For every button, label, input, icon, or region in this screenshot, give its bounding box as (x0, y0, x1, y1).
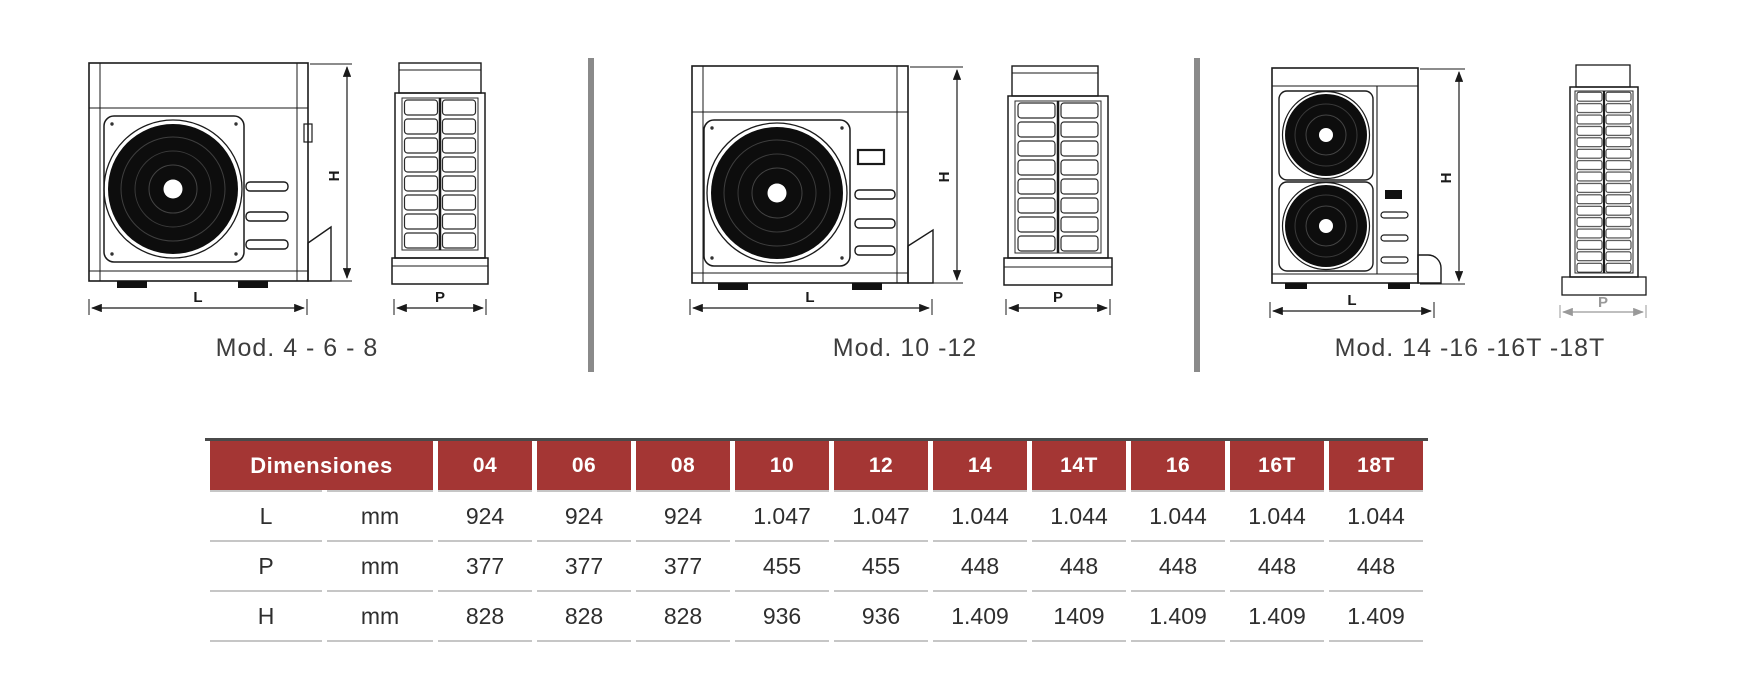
fan-icon (706, 122, 848, 264)
model-header-cell: 06 (537, 441, 631, 490)
display-panel (1385, 190, 1402, 199)
l-dimension-label: L (1347, 292, 1356, 309)
fan-icon (1281, 181, 1371, 271)
display-panel (856, 148, 886, 166)
value-cell: 1.047 (834, 490, 928, 540)
dimensions-table: Dimensiones 04 06 08 10 12 14 14T 16 16T… (205, 438, 1428, 642)
h-dimension-label: H (936, 172, 953, 183)
section-divider (588, 58, 594, 372)
value-cell: 1409 (1032, 590, 1126, 642)
p-dimension-label: P (435, 289, 445, 306)
h-dimension-label: H (326, 171, 343, 182)
model-header-cell: 08 (636, 441, 730, 490)
table-row: P mm 377 377 377 455 455 448 448 448 448… (210, 540, 1423, 590)
value-cell: 924 (438, 490, 532, 540)
value-cell: 924 (537, 490, 631, 540)
value-cell: 377 (636, 540, 730, 590)
value-cell: 455 (834, 540, 928, 590)
value-cell: 455 (735, 540, 829, 590)
p-dimension-mod-4-6-8: P (393, 289, 487, 315)
table-row: H mm 828 828 828 936 936 1.409 1409 1.40… (210, 590, 1423, 642)
fan-icon (1281, 90, 1371, 180)
dimension-label-cell: P (210, 540, 322, 590)
value-cell: 828 (438, 590, 532, 642)
h-dimension-label: H (1438, 173, 1455, 184)
value-cell: 936 (735, 590, 829, 642)
technical-drawings: H L P (88, 62, 1647, 318)
front-view-mod-14-16 (1271, 67, 1442, 289)
p-dimension-label: P (1053, 289, 1063, 306)
front-view-mod-10-12 (691, 65, 934, 290)
model-header-cell: 16 (1131, 441, 1225, 490)
model-header-cell: 14T (1032, 441, 1126, 490)
unit-cell: mm (327, 490, 433, 540)
table-header-row: Dimensiones 04 06 08 10 12 14 14T 16 16T… (210, 441, 1423, 490)
model-header-cell: 14 (933, 441, 1027, 490)
vent-slots (854, 189, 896, 256)
side-view-mod-4-6-8 (391, 62, 489, 285)
section-divider (1194, 58, 1200, 372)
l-dimension-mod-4-6-8: L (88, 289, 308, 315)
h-dimension-mod-10-12: H (910, 66, 963, 284)
unit-cell: mm (327, 540, 433, 590)
value-cell: 1.044 (933, 490, 1027, 540)
value-cell: 1.044 (1329, 490, 1423, 540)
h-dimension-mod-4-6-8: H (310, 63, 352, 282)
l-dimension-mod-10-12: L (689, 289, 933, 315)
table-row: L mm 924 924 924 1.047 1.047 1.044 1.044… (210, 490, 1423, 540)
p-dimension-mod-14-16: P (1559, 294, 1647, 318)
model-caption: Mod. 4 - 6 - 8 (215, 334, 379, 362)
value-cell: 448 (1230, 540, 1324, 590)
side-view-mod-14-16 (1561, 64, 1647, 296)
model-header-cell: 18T (1329, 441, 1423, 490)
value-cell: 1.044 (1032, 490, 1126, 540)
value-cell: 448 (933, 540, 1027, 590)
value-cell: 448 (1032, 540, 1126, 590)
value-cell: 1.044 (1131, 490, 1225, 540)
l-dimension-label: L (193, 289, 202, 306)
vent-slots (245, 181, 289, 250)
value-cell: 448 (1329, 540, 1423, 590)
value-cell: 1.044 (1230, 490, 1324, 540)
h-dimension-mod-14-16: H (1420, 68, 1465, 285)
value-cell: 924 (636, 490, 730, 540)
model-caption: Mod. 14 -16 -16T -18T (1334, 334, 1606, 362)
value-cell: 828 (636, 590, 730, 642)
value-cell: 1.409 (1230, 590, 1324, 642)
l-dimension-label: L (805, 289, 814, 306)
p-dimension-label: P (1598, 294, 1608, 311)
value-cell: 377 (537, 540, 631, 590)
value-cell: 936 (834, 590, 928, 642)
model-header-cell: 10 (735, 441, 829, 490)
model-header-cell: 12 (834, 441, 928, 490)
model-caption: Mod. 10 -12 (832, 334, 978, 362)
value-cell: 1.409 (933, 590, 1027, 642)
p-dimension-mod-10-12: P (1005, 289, 1111, 315)
value-cell: 1.409 (1131, 590, 1225, 642)
dimension-label-cell: L (210, 490, 322, 540)
vent-slots (1380, 211, 1409, 264)
dimensions-header-cell: Dimensiones (210, 441, 433, 490)
model-header-cell: 16T (1230, 441, 1324, 490)
unit-cell: mm (327, 590, 433, 642)
front-view-mod-4-6-8 (88, 62, 332, 288)
value-cell: 1.409 (1329, 590, 1423, 642)
value-cell: 828 (537, 590, 631, 642)
model-header-cell: 04 (438, 441, 532, 490)
side-view-mod-10-12 (1003, 65, 1113, 286)
value-cell: 377 (438, 540, 532, 590)
dimension-label-cell: H (210, 590, 322, 642)
value-cell: 1.047 (735, 490, 829, 540)
fan-icon (103, 119, 243, 259)
value-cell: 448 (1131, 540, 1225, 590)
l-dimension-mod-14-16: L (1269, 292, 1435, 318)
